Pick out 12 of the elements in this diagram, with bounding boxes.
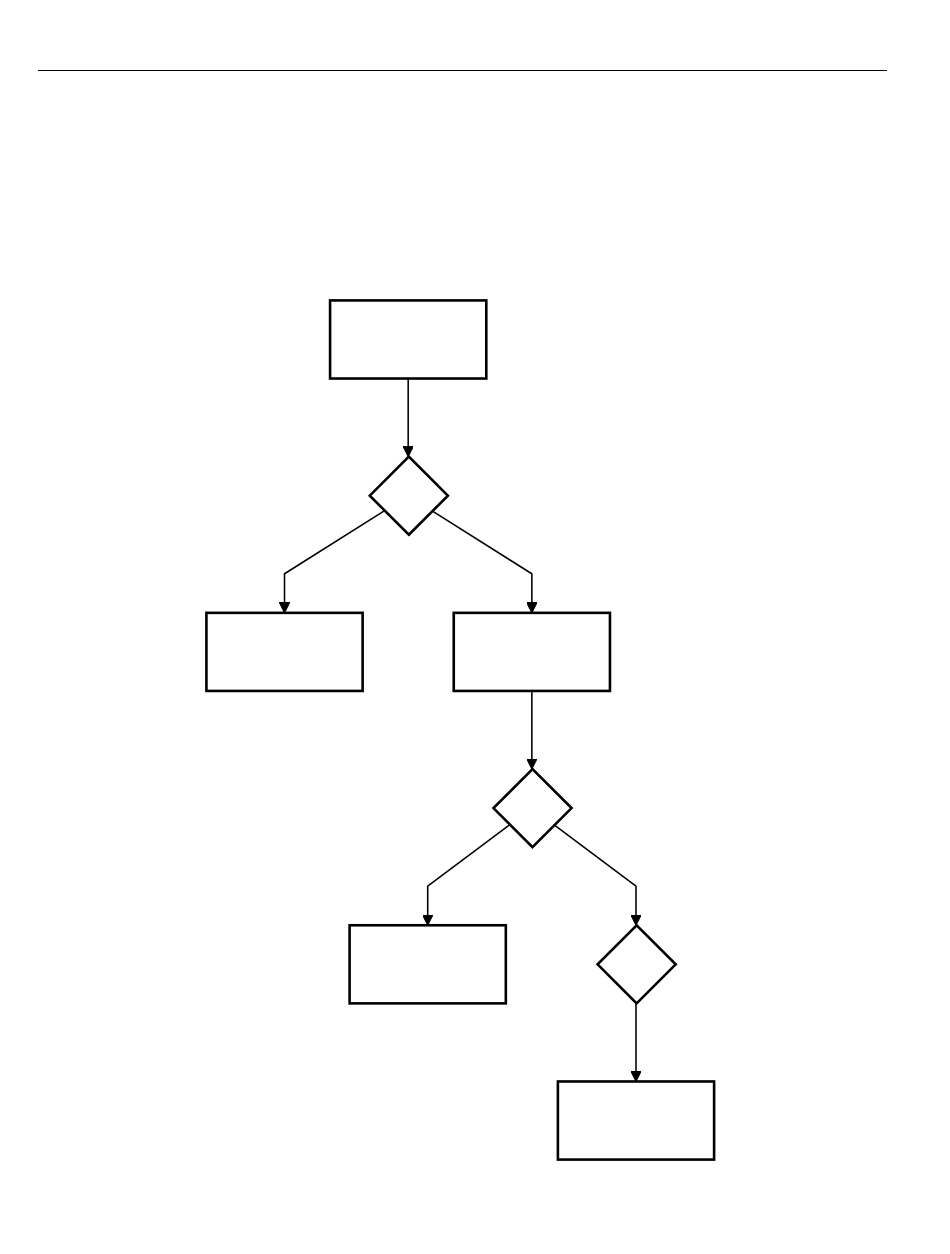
process-box: [328, 299, 488, 380]
process-box: [452, 611, 611, 693]
process-box: [204, 611, 364, 693]
arrow: [525, 690, 538, 770]
decision-diamond: [367, 454, 450, 537]
arrow: [630, 1002, 642, 1082]
arrow: [421, 824, 511, 926]
process-box: [348, 923, 507, 1005]
process-box: [556, 1080, 716, 1161]
decision-diamond: [595, 923, 678, 1006]
arrow: [553, 824, 642, 926]
decision-diamond: [491, 767, 574, 849]
